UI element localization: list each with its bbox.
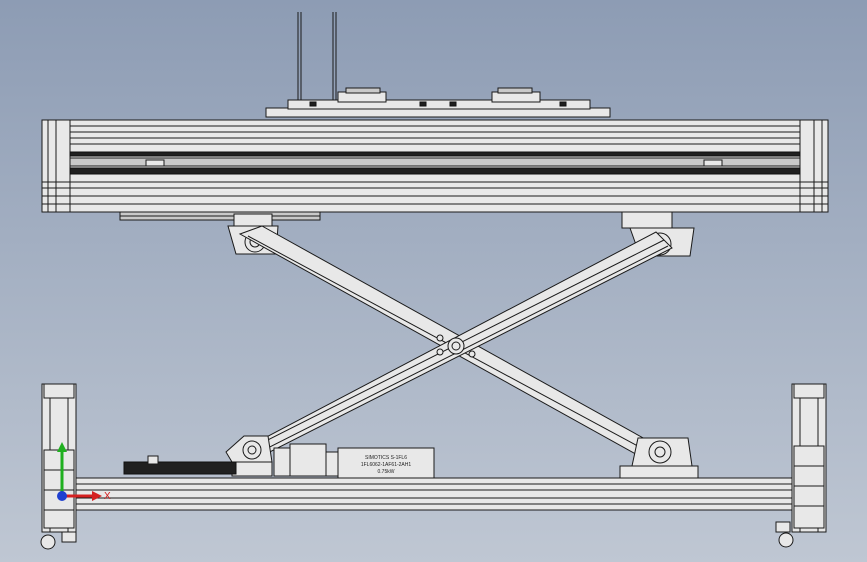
motor-label-line-1: SIMOTICS S-1FL6 xyxy=(365,455,407,461)
motor-assembly: SIMOTICS S-1FL6 1FL6062-1AF61-2AH1 0.75k… xyxy=(123,443,435,479)
lower-left-bracket xyxy=(225,435,273,477)
z-axis-marker xyxy=(57,491,67,501)
y-axis-arrow-head xyxy=(57,442,67,452)
coordinate-triad: X xyxy=(57,442,111,502)
motor-label-line-3: 0.75kW xyxy=(378,469,395,475)
upper-slide-rail xyxy=(119,211,321,221)
right-caster-wheel xyxy=(778,532,794,548)
x-axis-arrow-head xyxy=(92,491,102,501)
x-axis-label: X xyxy=(104,491,111,502)
right-support-column xyxy=(775,383,827,548)
left-support-column xyxy=(40,383,77,550)
top-platform-beam xyxy=(41,119,829,213)
lower-right-bracket xyxy=(619,437,699,479)
motor-label-line-2: 1FL6062-1AF61-2AH1 xyxy=(361,462,412,468)
center-pivot xyxy=(436,334,476,358)
bottom-base-beam xyxy=(75,477,793,511)
top-fixture-plate xyxy=(265,87,611,118)
left-caster-wheel xyxy=(40,534,56,550)
guide-rods xyxy=(297,12,337,106)
